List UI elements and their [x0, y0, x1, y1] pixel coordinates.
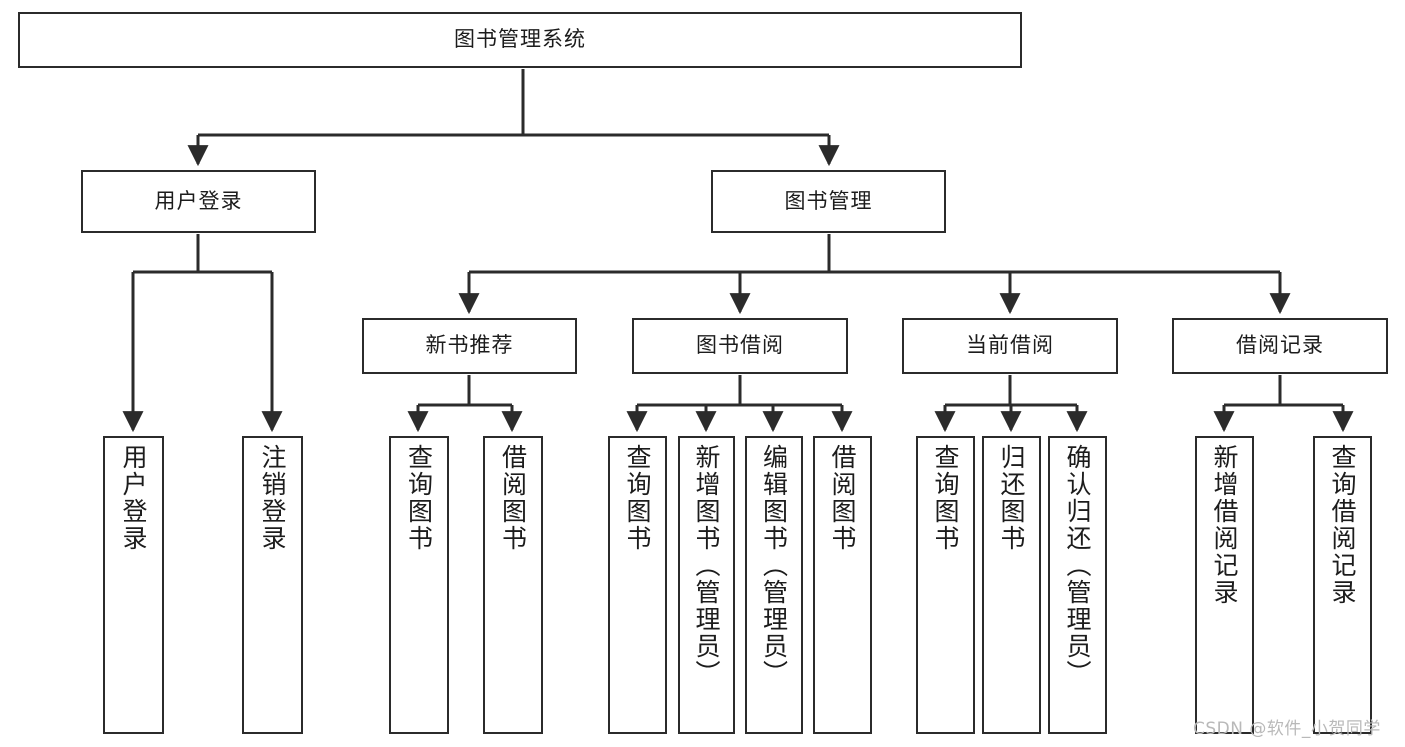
node-leaf-borrow-book-1-label: 借阅图书: [498, 444, 528, 552]
node-root-label: 图书管理系统: [454, 27, 586, 52]
node-leaf-logout-login[interactable]: 注销登录: [242, 436, 303, 734]
node-leaf-add-record[interactable]: 新增借阅记录: [1195, 436, 1254, 734]
node-leaf-borrow-book-2-label: 借阅图书: [828, 444, 857, 552]
node-leaf-query-book-3-label: 查询图书: [931, 444, 960, 552]
node-leaf-add-book-label: 新增图书（管理员）: [692, 444, 721, 687]
node-leaf-add-book[interactable]: 新增图书（管理员）: [678, 436, 735, 734]
node-user-login-label: 用户登录: [154, 188, 243, 213]
node-leaf-user-login[interactable]: 用户登录: [103, 436, 164, 734]
node-leaf-confirm-return[interactable]: 确认归还（管理员）: [1048, 436, 1107, 734]
node-leaf-logout-login-label: 注销登录: [258, 444, 287, 552]
node-leaf-query-book-2[interactable]: 查询图书: [608, 436, 667, 734]
node-user-login[interactable]: 用户登录: [81, 170, 316, 233]
node-book-borrow-label: 图书借阅: [696, 333, 784, 358]
node-new-book-rec-label: 新书推荐: [425, 333, 514, 358]
node-leaf-query-record[interactable]: 查询借阅记录: [1313, 436, 1372, 734]
node-current-borrow[interactable]: 当前借阅: [902, 318, 1118, 374]
node-leaf-edit-book[interactable]: 编辑图书（管理员）: [745, 436, 803, 734]
node-leaf-edit-book-label: 编辑图书（管理员）: [759, 444, 789, 687]
node-borrow-record[interactable]: 借阅记录: [1172, 318, 1388, 374]
node-borrow-record-label: 借阅记录: [1236, 333, 1324, 358]
node-book-manage[interactable]: 图书管理: [711, 170, 946, 233]
node-leaf-query-book-1-label: 查询图书: [404, 444, 434, 552]
node-current-borrow-label: 当前借阅: [966, 333, 1054, 358]
node-leaf-borrow-book-1[interactable]: 借阅图书: [483, 436, 543, 734]
node-leaf-return-book[interactable]: 归还图书: [982, 436, 1041, 734]
node-leaf-query-record-label: 查询借阅记录: [1328, 444, 1357, 606]
node-root[interactable]: 图书管理系统: [18, 12, 1022, 68]
node-leaf-user-login-label: 用户登录: [119, 444, 148, 552]
node-book-manage-label: 图书管理: [784, 188, 873, 213]
node-leaf-query-book-2-label: 查询图书: [623, 444, 652, 552]
node-leaf-query-book-3[interactable]: 查询图书: [916, 436, 975, 734]
node-leaf-add-record-label: 新增借阅记录: [1210, 444, 1239, 606]
node-leaf-borrow-book-2[interactable]: 借阅图书: [813, 436, 872, 734]
watermark-text: CSDN @软件_小贺同学: [1193, 719, 1381, 739]
node-leaf-return-book-label: 归还图书: [997, 444, 1026, 552]
node-leaf-query-book-1[interactable]: 查询图书: [389, 436, 449, 734]
node-leaf-confirm-return-label: 确认归还（管理员）: [1063, 444, 1092, 687]
node-new-book-rec[interactable]: 新书推荐: [362, 318, 577, 374]
node-book-borrow[interactable]: 图书借阅: [632, 318, 848, 374]
